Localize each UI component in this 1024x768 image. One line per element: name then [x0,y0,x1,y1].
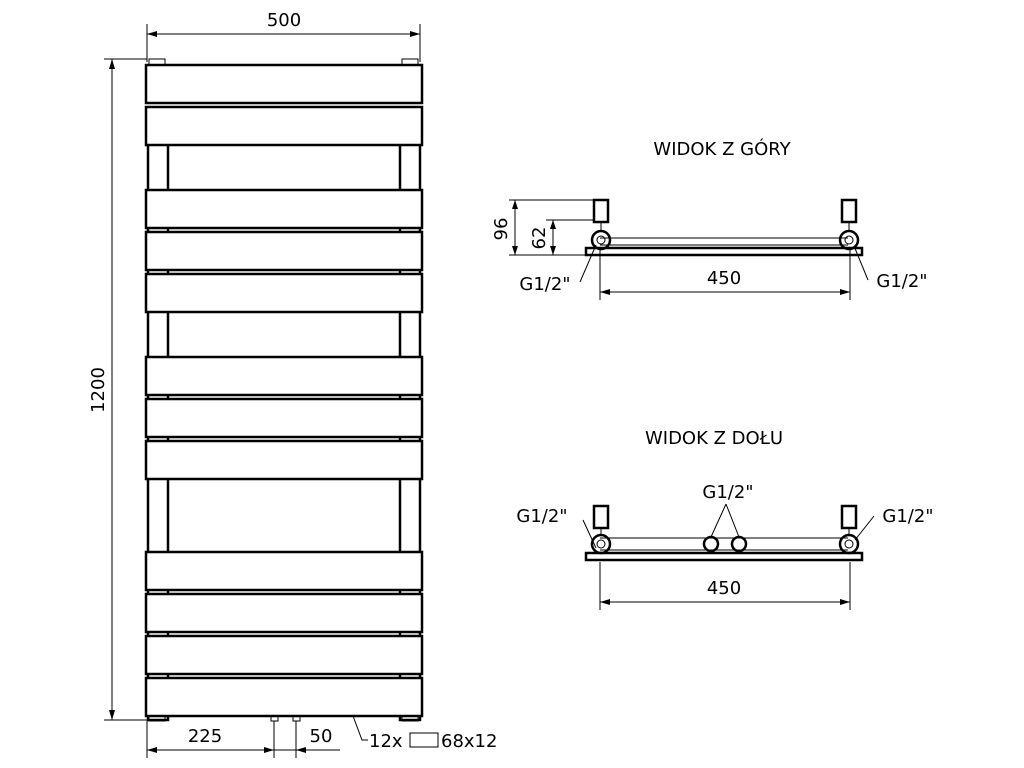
top-left-valve [590,198,612,251]
bottom-dimensions: 225 50 [146,721,340,758]
panel [144,272,424,314]
width-dimension: 500 [146,10,421,62]
top-spacing-label: 450 [707,268,741,289]
panel [144,550,424,592]
panel-spec-size: 68x12 [441,731,497,752]
bottom-view-title: WIDOK Z DOŁU [645,428,783,449]
panel [144,439,424,481]
bottom-right-valve [838,504,860,555]
bottom-right-connector-label: G1/2" [882,506,933,527]
bottom-spacing-dimension: 450 [599,562,851,610]
bottom-view-base [584,551,864,562]
panel [144,105,424,147]
top-right-valve [838,198,860,251]
bottom-left-valve [590,504,612,555]
panel [144,63,424,105]
height-label: 1200 [88,367,109,413]
depth-96-label: 96 [491,218,512,241]
panel [144,397,424,439]
top-left-connector-label: G1/2" [519,274,570,295]
panel [144,230,424,272]
dim-50-label: 50 [310,726,333,747]
bottom-view: WIDOK Z DOŁU G1/2" G1/2" [516,428,934,610]
top-right-connector-label: G1/2" [876,271,927,292]
bottom-spacing-label: 450 [707,578,741,599]
bottom-left-connector-label: G1/2" [516,506,567,527]
dim-225-label: 225 [188,726,222,747]
top-view-base [584,246,864,257]
bottom-center-connector-label: G1/2" [702,482,753,503]
panel [144,676,424,718]
center-connectors [702,535,748,553]
panel [144,592,424,634]
bottom-right-cap [401,715,419,722]
panels [144,63,424,718]
depth-dimensions: 96 62 [491,199,594,256]
top-view: WIDOK Z GÓRY [491,138,928,300]
panel-section-icon [409,732,439,748]
panel [144,188,424,230]
bottom-left-cap [148,715,166,722]
panel-spec: 12x 68x12 [352,715,497,752]
width-label: 500 [267,10,301,31]
height-dimension: 1200 [88,58,147,721]
top-view-title: WIDOK Z GÓRY [653,138,791,160]
depth-62-label: 62 [529,227,550,250]
top-spacing-dimension: 450 [599,250,851,300]
panel [144,634,424,676]
panel-spec-count: 12x [369,731,403,752]
panel [144,355,424,397]
front-view: 500 1200 [88,10,497,758]
